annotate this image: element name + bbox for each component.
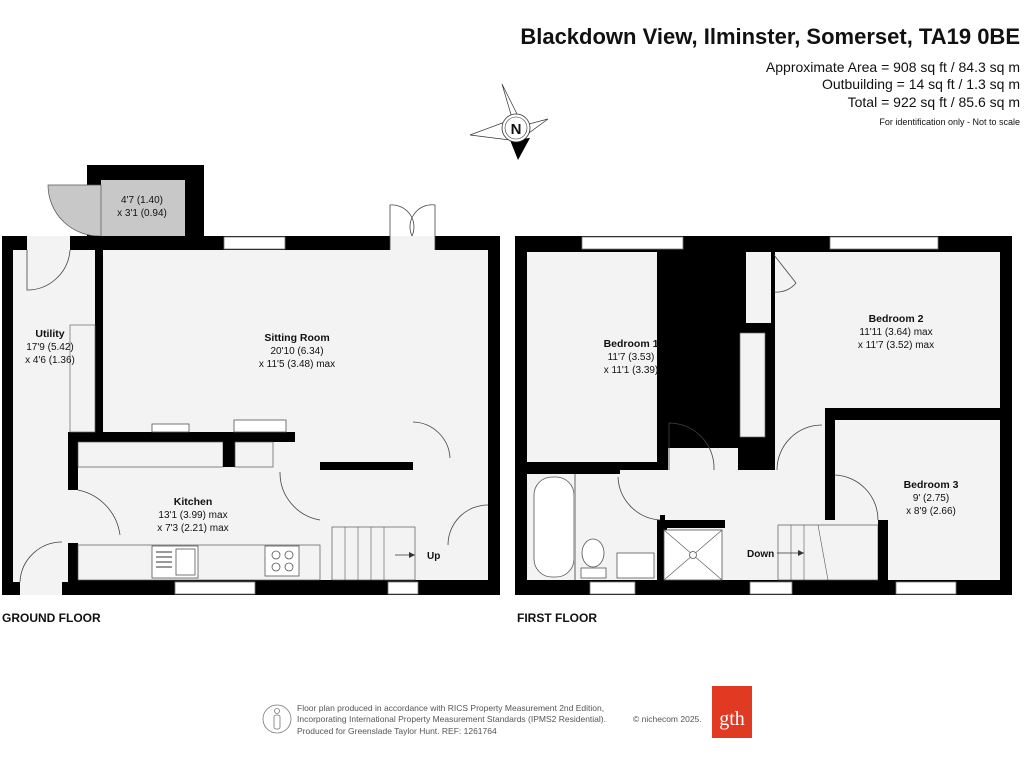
stairs-down-label: Down xyxy=(747,549,774,560)
compass-north-label: N xyxy=(511,121,522,138)
bedroom2-name: Bedroom 2 xyxy=(869,313,924,325)
door xyxy=(773,254,797,293)
first-floor-plan: Down Bedroom 1 11'7 (3.53) x 11'1 (3.39)… xyxy=(515,236,1012,595)
utility-dim2: x 4'6 (1.36) xyxy=(25,355,75,366)
sitting-room-name: Sitting Room xyxy=(264,332,329,344)
door xyxy=(279,471,321,521)
hob-icon xyxy=(264,545,300,577)
total-area: Total = 922 sq ft / 85.6 sq m xyxy=(848,94,1020,110)
bedroom3-dim2: x 8'9 (2.66) xyxy=(906,506,956,517)
footer-copyright: © nichecom 2025. xyxy=(633,714,702,724)
first-floor-label: FIRST FLOOR xyxy=(517,611,597,625)
toilet-icon xyxy=(580,538,607,579)
footer-line1: Floor plan produced in accordance with R… xyxy=(297,703,604,713)
utility-name: Utility xyxy=(35,328,64,340)
bedroom2-dim1: 11'11 (3.64) max xyxy=(859,327,932,338)
door xyxy=(447,504,489,546)
ground-floor-plan: 4'7 (1.40) x 3'1 (0.94) xyxy=(2,165,500,595)
window xyxy=(895,581,957,595)
bedroom2-dim2: x 11'7 (3.52) max xyxy=(858,340,934,351)
disclaimer: For identification only - Not to scale xyxy=(879,117,1020,127)
basin-icon xyxy=(616,552,655,579)
door xyxy=(834,474,879,521)
stairs-up-label: Up xyxy=(427,551,440,562)
gth-logo: gth xyxy=(712,686,752,738)
window xyxy=(589,581,636,595)
outbuilding-area: Outbuilding = 14 sq ft / 1.3 sq m xyxy=(822,76,1020,92)
window xyxy=(387,581,419,595)
footer-line2: Incorporating International Property Mea… xyxy=(297,714,606,724)
bedroom3-name: Bedroom 3 xyxy=(904,479,959,491)
window xyxy=(223,236,286,250)
utility-dim1: 17'9 (5.42) xyxy=(26,342,74,353)
door xyxy=(668,422,715,471)
person-icon xyxy=(262,704,292,734)
shower-icon xyxy=(663,529,723,581)
kitchen-dim2: x 7'3 (2.21) max xyxy=(157,523,228,534)
door xyxy=(19,541,63,583)
bedroom1-dim2: x 11'1 (3.39) xyxy=(604,365,659,376)
door xyxy=(77,489,121,536)
sink-icon xyxy=(151,545,199,579)
stairs xyxy=(331,526,416,581)
gth-logo-text: gth xyxy=(719,708,745,730)
door xyxy=(412,421,451,459)
french-doors xyxy=(389,204,436,250)
door xyxy=(617,476,661,521)
footer-line3: Produced for Greenslade Taylor Hunt. REF… xyxy=(297,726,497,736)
compass-icon: N xyxy=(469,83,549,160)
property-title: Blackdown View, Ilminster, Somerset, TA1… xyxy=(520,24,1020,49)
bedroom3-dim1: 9' (2.75) xyxy=(913,493,949,504)
window xyxy=(829,236,939,250)
approximate-area: Approximate Area = 908 sq ft / 84.3 sq m xyxy=(766,59,1020,75)
outbuilding-dim1: 4'7 (1.40) xyxy=(121,195,163,206)
sitting-room-dim2: x 11'5 (3.48) max xyxy=(259,359,335,370)
door xyxy=(776,424,823,471)
outbuilding-dim2: x 3'1 (0.94) xyxy=(117,208,167,219)
window xyxy=(749,581,793,595)
window xyxy=(581,236,684,250)
kitchen-name: Kitchen xyxy=(174,496,213,508)
bath-icon xyxy=(533,474,576,580)
ground-floor-label: GROUND FLOOR xyxy=(2,611,101,625)
kitchen-dim1: 13'1 (3.99) max xyxy=(158,510,227,521)
bedroom1-name: Bedroom 1 xyxy=(604,338,659,350)
sitting-room-dim1: 20'10 (6.34) xyxy=(270,346,323,357)
door xyxy=(26,249,71,291)
bedroom1-dim1: 11'7 (3.53) xyxy=(608,352,655,363)
window xyxy=(174,581,256,595)
